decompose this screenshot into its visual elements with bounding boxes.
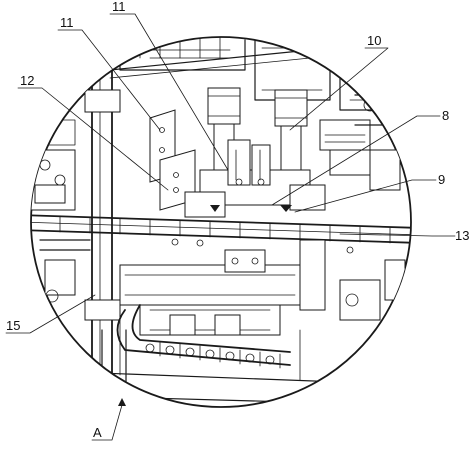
central-head	[184, 139, 326, 218]
leader-9	[294, 179, 437, 213]
leader-11a	[57, 29, 161, 131]
leader-11b	[109, 13, 229, 171]
left-column	[84, 37, 127, 401]
reference-labels: 11 11 10 12 8 9 13 15 A	[6, 0, 469, 440]
leader-10	[289, 47, 389, 131]
label-12: 12	[20, 73, 34, 88]
leader-A	[91, 404, 123, 441]
label-11a: 11	[60, 15, 74, 30]
leader-12	[17, 87, 169, 191]
label-9: 9	[438, 172, 445, 187]
drag-chain	[116, 304, 291, 369]
right-mechanism	[319, 94, 411, 321]
label-A: A	[93, 425, 102, 440]
cylinders	[207, 87, 308, 197]
label-11b: 11	[112, 0, 126, 14]
leader-lines	[5, 13, 456, 441]
conveyor-rail	[31, 214, 411, 254]
leader-8	[271, 115, 441, 206]
label-8: 8	[442, 108, 449, 123]
label-10: 10	[367, 33, 381, 48]
machine-assembly	[31, 37, 411, 406]
leader-15	[5, 294, 96, 334]
label-13: 13	[455, 228, 469, 243]
lower-carriage	[119, 239, 326, 336]
leader-13	[339, 233, 456, 237]
arrow-A	[118, 398, 126, 406]
label-15: 15	[6, 318, 20, 333]
